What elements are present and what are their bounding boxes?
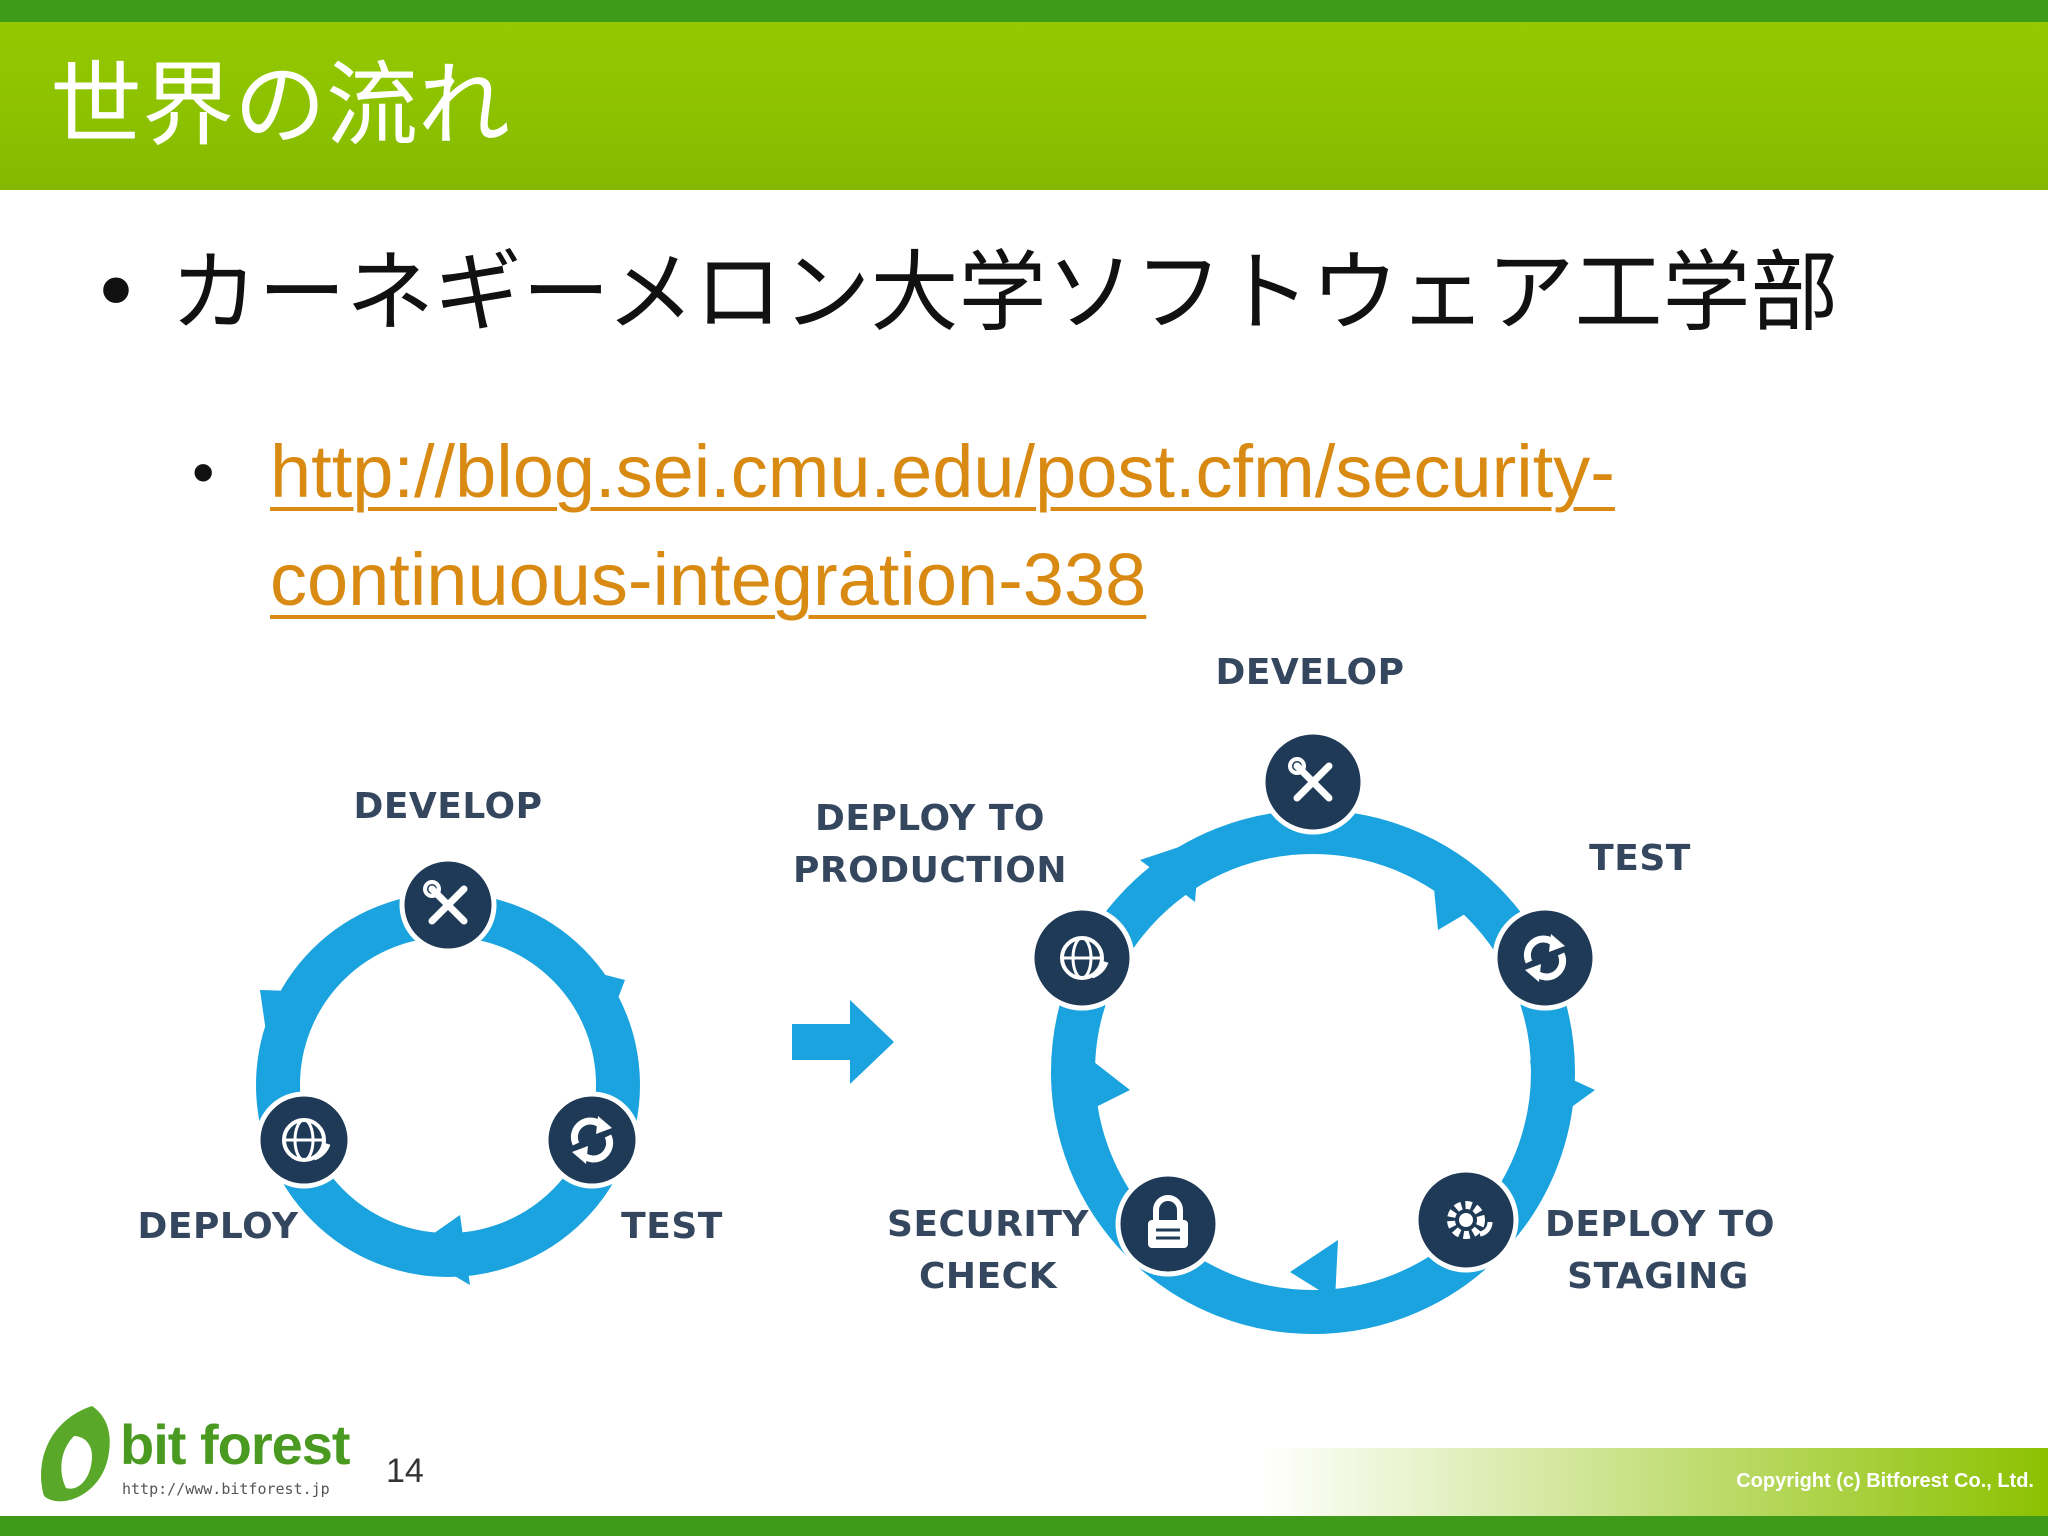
- source-link[interactable]: http://blog.sei.cmu.edu/post.cfm/securit…: [270, 418, 1870, 634]
- link-line-2: continuous-integration-338: [270, 538, 1147, 621]
- ci-cycle-diagram: DEVELOP TEST DEPLOY: [138, 652, 1775, 1334]
- bullet-marker: •: [90, 241, 142, 344]
- arrow-head: [1530, 1060, 1595, 1130]
- title-bar: 世界の流れ: [0, 22, 2048, 190]
- arrow-head: [1140, 840, 1200, 902]
- left-deploy-label: DEPLOY: [138, 1206, 299, 1247]
- logo-url: http://www.bitforest.jp: [122, 1480, 330, 1498]
- arrow-head: [1070, 1055, 1130, 1120]
- arrow-head: [260, 990, 325, 1060]
- link-line-1: http://blog.sei.cmu.edu/post.cfm/securit…: [270, 430, 1615, 513]
- left-cycle: DEVELOP TEST DEPLOY: [138, 786, 723, 1285]
- bitforest-logo: bit forest http://www.bitforest.jp: [30, 1400, 370, 1520]
- slide-title: 世界の流れ: [50, 52, 511, 159]
- security-node: [1115, 1171, 1221, 1277]
- transition-arrow: [792, 1000, 894, 1084]
- bottom-accent-strip: [0, 1516, 2048, 1536]
- arrow-head: [410, 1215, 470, 1285]
- deploy-node: [255, 1091, 353, 1189]
- logo-wordmark: bit forest: [120, 1413, 351, 1476]
- right-develop-label: DEVELOP: [1215, 652, 1404, 693]
- right-test-node: [1492, 905, 1598, 1011]
- production-label-line1: DEPLOY TO: [815, 798, 1045, 839]
- bullet-text: カーネギーメロン大学ソフトウェア工学部: [170, 241, 1839, 344]
- arrow-head: [555, 962, 625, 1050]
- right-test-label: TEST: [1589, 838, 1691, 879]
- bullet-item: • カーネギーメロン大学ソフトウェア工学部: [90, 240, 1990, 346]
- page-number: 14: [386, 1452, 424, 1490]
- left-test-label: TEST: [621, 1206, 723, 1247]
- arrow-head: [1432, 868, 1492, 930]
- copyright-text: Copyright (c) Bitforest Co., Ltd.: [1736, 1470, 2034, 1492]
- top-accent-strip: [0, 0, 2048, 22]
- production-label-line2: PRODUCTION: [793, 850, 1067, 891]
- footer-gradient: [1260, 1448, 2048, 1516]
- bullet-marker: •: [192, 436, 215, 508]
- production-node: [1029, 905, 1135, 1011]
- left-develop-label: DEVELOP: [353, 786, 542, 827]
- staging-label-line2: STAGING: [1567, 1256, 1749, 1297]
- security-label-line1: SECURITY: [887, 1204, 1089, 1245]
- security-label-line2: CHECK: [919, 1256, 1058, 1297]
- slide-footer: bit forest http://www.bitforest.jp 14 Co…: [0, 1400, 2048, 1536]
- right-develop-node: [1260, 729, 1366, 835]
- develop-node: [399, 856, 497, 954]
- staging-node: [1413, 1167, 1519, 1273]
- test-node: [543, 1091, 641, 1189]
- leaf-icon: [41, 1406, 110, 1502]
- right-cycle: DEVELOP TEST DEPLOY TO STAGING SECURITY …: [793, 652, 1775, 1334]
- staging-label-line1: DEPLOY TO: [1545, 1204, 1775, 1245]
- arrow-head: [1290, 1240, 1338, 1300]
